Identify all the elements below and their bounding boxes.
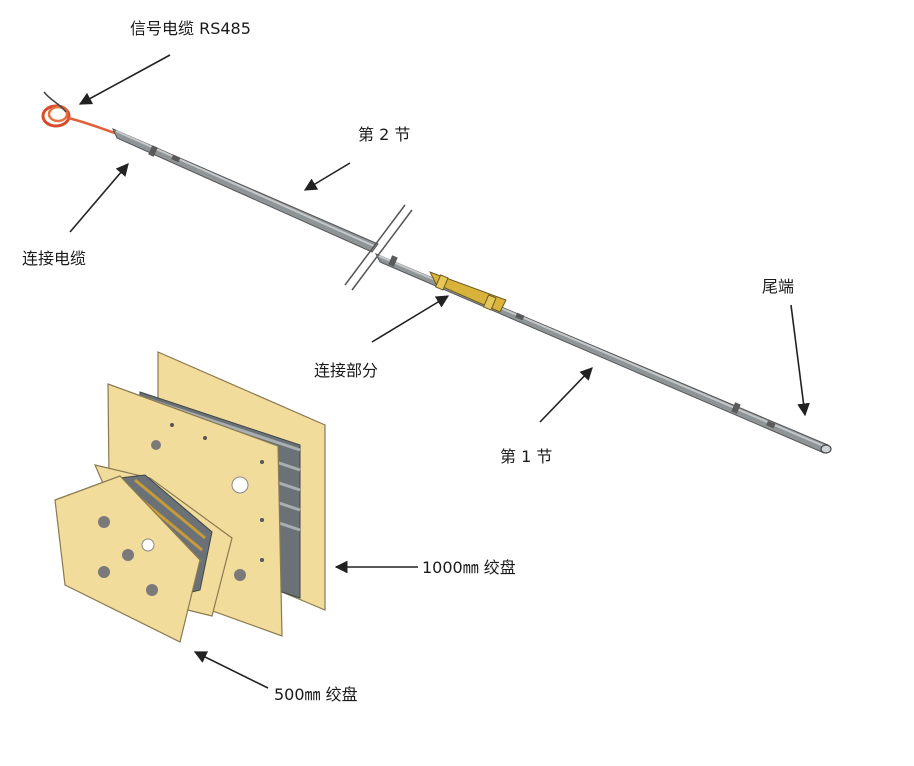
reel-hole bbox=[260, 460, 264, 464]
reel-hole bbox=[203, 436, 207, 440]
label-tail-end: 尾端 bbox=[762, 277, 794, 296]
label-signal-cable: 信号电缆 RS485 bbox=[130, 19, 251, 38]
break-mark bbox=[344, 204, 413, 291]
label-connecting-part: 连接部分 bbox=[314, 361, 378, 380]
signal-cable-coil bbox=[41, 91, 116, 135]
label-connecting-cable: 连接电缆 bbox=[22, 249, 86, 268]
label-reel-1000: 1000㎜ 绞盘 bbox=[422, 558, 516, 577]
reel-500 bbox=[54, 464, 233, 643]
reel-hole bbox=[98, 566, 110, 578]
arrow-section-2 bbox=[303, 162, 351, 191]
reel-hole bbox=[170, 423, 174, 427]
reel-hole bbox=[231, 476, 249, 494]
label-reel-500: 500㎜ 绞盘 bbox=[274, 685, 358, 704]
reel-hole bbox=[260, 518, 264, 522]
connector-sleeve bbox=[428, 271, 507, 313]
reel-hole bbox=[98, 516, 110, 528]
arrow-reel-500 bbox=[193, 651, 269, 689]
reel-hole bbox=[151, 440, 161, 450]
reel-hole bbox=[146, 584, 158, 596]
arrow-tail-end bbox=[790, 304, 810, 417]
label-section-1: 第 1 节 bbox=[500, 447, 552, 466]
arrow-section-1 bbox=[539, 367, 593, 423]
rod-section-2 bbox=[112, 128, 379, 253]
callout-arrows bbox=[69, 54, 810, 689]
arrow-signal-cable bbox=[78, 54, 171, 105]
reel-hole bbox=[234, 569, 246, 581]
reel-hole bbox=[122, 549, 134, 561]
label-section-2: 第 2 节 bbox=[358, 125, 410, 144]
reel-hole bbox=[260, 558, 264, 562]
arrow-connecting-cable bbox=[69, 163, 129, 233]
arrow-connecting-part bbox=[371, 295, 450, 343]
reel-hole bbox=[141, 538, 155, 552]
